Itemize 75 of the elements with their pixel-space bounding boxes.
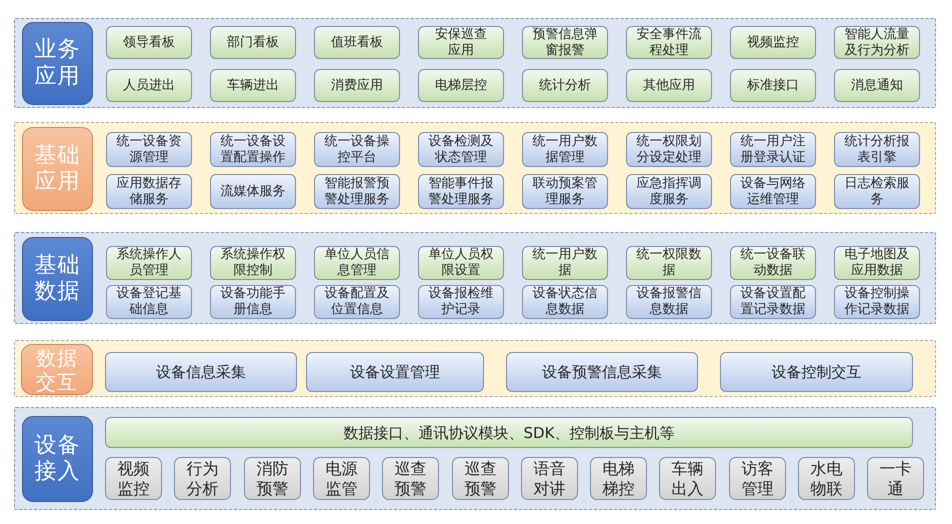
layer-band: [14, 407, 936, 510]
module-box: 统计分析: [522, 69, 608, 102]
module-box: 设备配置及位置信息: [314, 285, 400, 319]
layer-title-box: 数据交互: [21, 344, 93, 395]
layer-title-box: 设备接入: [22, 416, 93, 502]
module-box: 设备设置管理: [306, 352, 484, 392]
module-box: 设备控制操作记录数据: [834, 285, 920, 319]
module-box: 视频监控: [730, 26, 816, 59]
module-box: 设备报检维护记录: [418, 285, 504, 319]
module-box: 设备信息采集: [105, 352, 297, 392]
module-box: 统一设备操控平台: [314, 132, 400, 167]
module-box: 应急指挥调度服务: [626, 174, 712, 209]
module-box: 人员进出: [106, 69, 192, 102]
device-box: 消防预警: [244, 457, 301, 500]
layer-band: [14, 122, 936, 214]
module-box: 智能事件报警处理服务: [418, 174, 504, 209]
device-box: 电源监管: [313, 457, 370, 500]
module-box: 车辆进出: [210, 69, 296, 102]
module-box: 标准接口: [730, 69, 816, 102]
layer-band: [14, 18, 936, 108]
module-box: 电子地图及应用数据: [834, 246, 920, 280]
device-box: 车辆出入: [659, 457, 716, 500]
module-box: 其他应用: [626, 69, 712, 102]
module-box: 设备登记基础信息: [106, 285, 192, 319]
interface-bar: 数据接口、通讯协议模块、SDK、控制板与主机等: [105, 417, 913, 448]
module-box: 设备控制交互: [720, 352, 913, 392]
module-box: 设备报警信息数据: [626, 285, 712, 319]
module-box: 设备功能手册信息: [210, 285, 296, 319]
device-box: 行为分析: [174, 457, 231, 500]
module-box: 统一权限数据: [626, 246, 712, 280]
layer-title-box: 业务应用: [22, 22, 93, 105]
module-box: 统一设备设置配置操作: [210, 132, 296, 167]
module-box: 联动预案管理服务: [522, 174, 608, 209]
module-box: 设备预警信息采集: [506, 352, 698, 392]
module-box: 消息通知: [834, 69, 920, 102]
module-box: 安全事件流程处理: [626, 26, 712, 59]
device-box: 巡查预警: [382, 457, 439, 500]
module-box: 统一用户数据管理: [522, 132, 608, 167]
module-box: 系统操作人员管理: [106, 246, 192, 280]
module-box: 预警信息弹窗报警: [522, 26, 608, 59]
module-box: 消费应用: [314, 69, 400, 102]
module-box: 领导看板: [106, 26, 192, 59]
module-box: 值班看板: [314, 26, 400, 59]
module-box: 设备状态信息数据: [522, 285, 608, 319]
module-box: 统一用户注册登录认证: [730, 132, 816, 167]
module-box: 统一设备资源管理: [106, 132, 192, 167]
layer-title-box: 基础数据: [22, 237, 93, 321]
device-box: 水电物联: [798, 457, 855, 500]
device-box: 一卡通: [867, 457, 924, 500]
layer-band: [14, 340, 936, 397]
module-box: 部门看板: [210, 26, 296, 59]
layer-band: [14, 232, 936, 324]
module-box: 设备检测及状态管理: [418, 132, 504, 167]
module-box: 智能报警预警处理服务: [314, 174, 400, 209]
module-box: 统计分析报表引擎: [834, 132, 920, 167]
module-box: 单位人员信息管理: [314, 246, 400, 280]
device-box: 视频监控: [105, 457, 162, 500]
module-box: 流媒体服务: [210, 174, 296, 209]
module-box: 系统操作权限控制: [210, 246, 296, 280]
module-box: 统一用户数据: [522, 246, 608, 280]
module-box: 智能人流量及行为分析: [834, 26, 920, 59]
module-box: 日志检索服务: [834, 174, 920, 209]
device-box: 访客管理: [729, 457, 786, 500]
device-box: 电梯梯控: [590, 457, 647, 500]
module-box: 统一权限划分设定处理: [626, 132, 712, 167]
module-box: 单位人员权限设置: [418, 246, 504, 280]
layer-title-box: 基础应用: [22, 127, 93, 211]
module-box: 安保巡查应用: [418, 26, 504, 59]
module-box: 设备与网络运维管理: [730, 174, 816, 209]
device-box: 巡查预警: [452, 457, 509, 500]
module-box: 统一设备联动数据: [730, 246, 816, 280]
module-box: 设备设置配置记录数据: [730, 285, 816, 319]
device-box: 语音对讲: [521, 457, 578, 500]
module-box: 应用数据存储服务: [106, 174, 192, 209]
module-box: 电梯层控: [418, 69, 504, 102]
